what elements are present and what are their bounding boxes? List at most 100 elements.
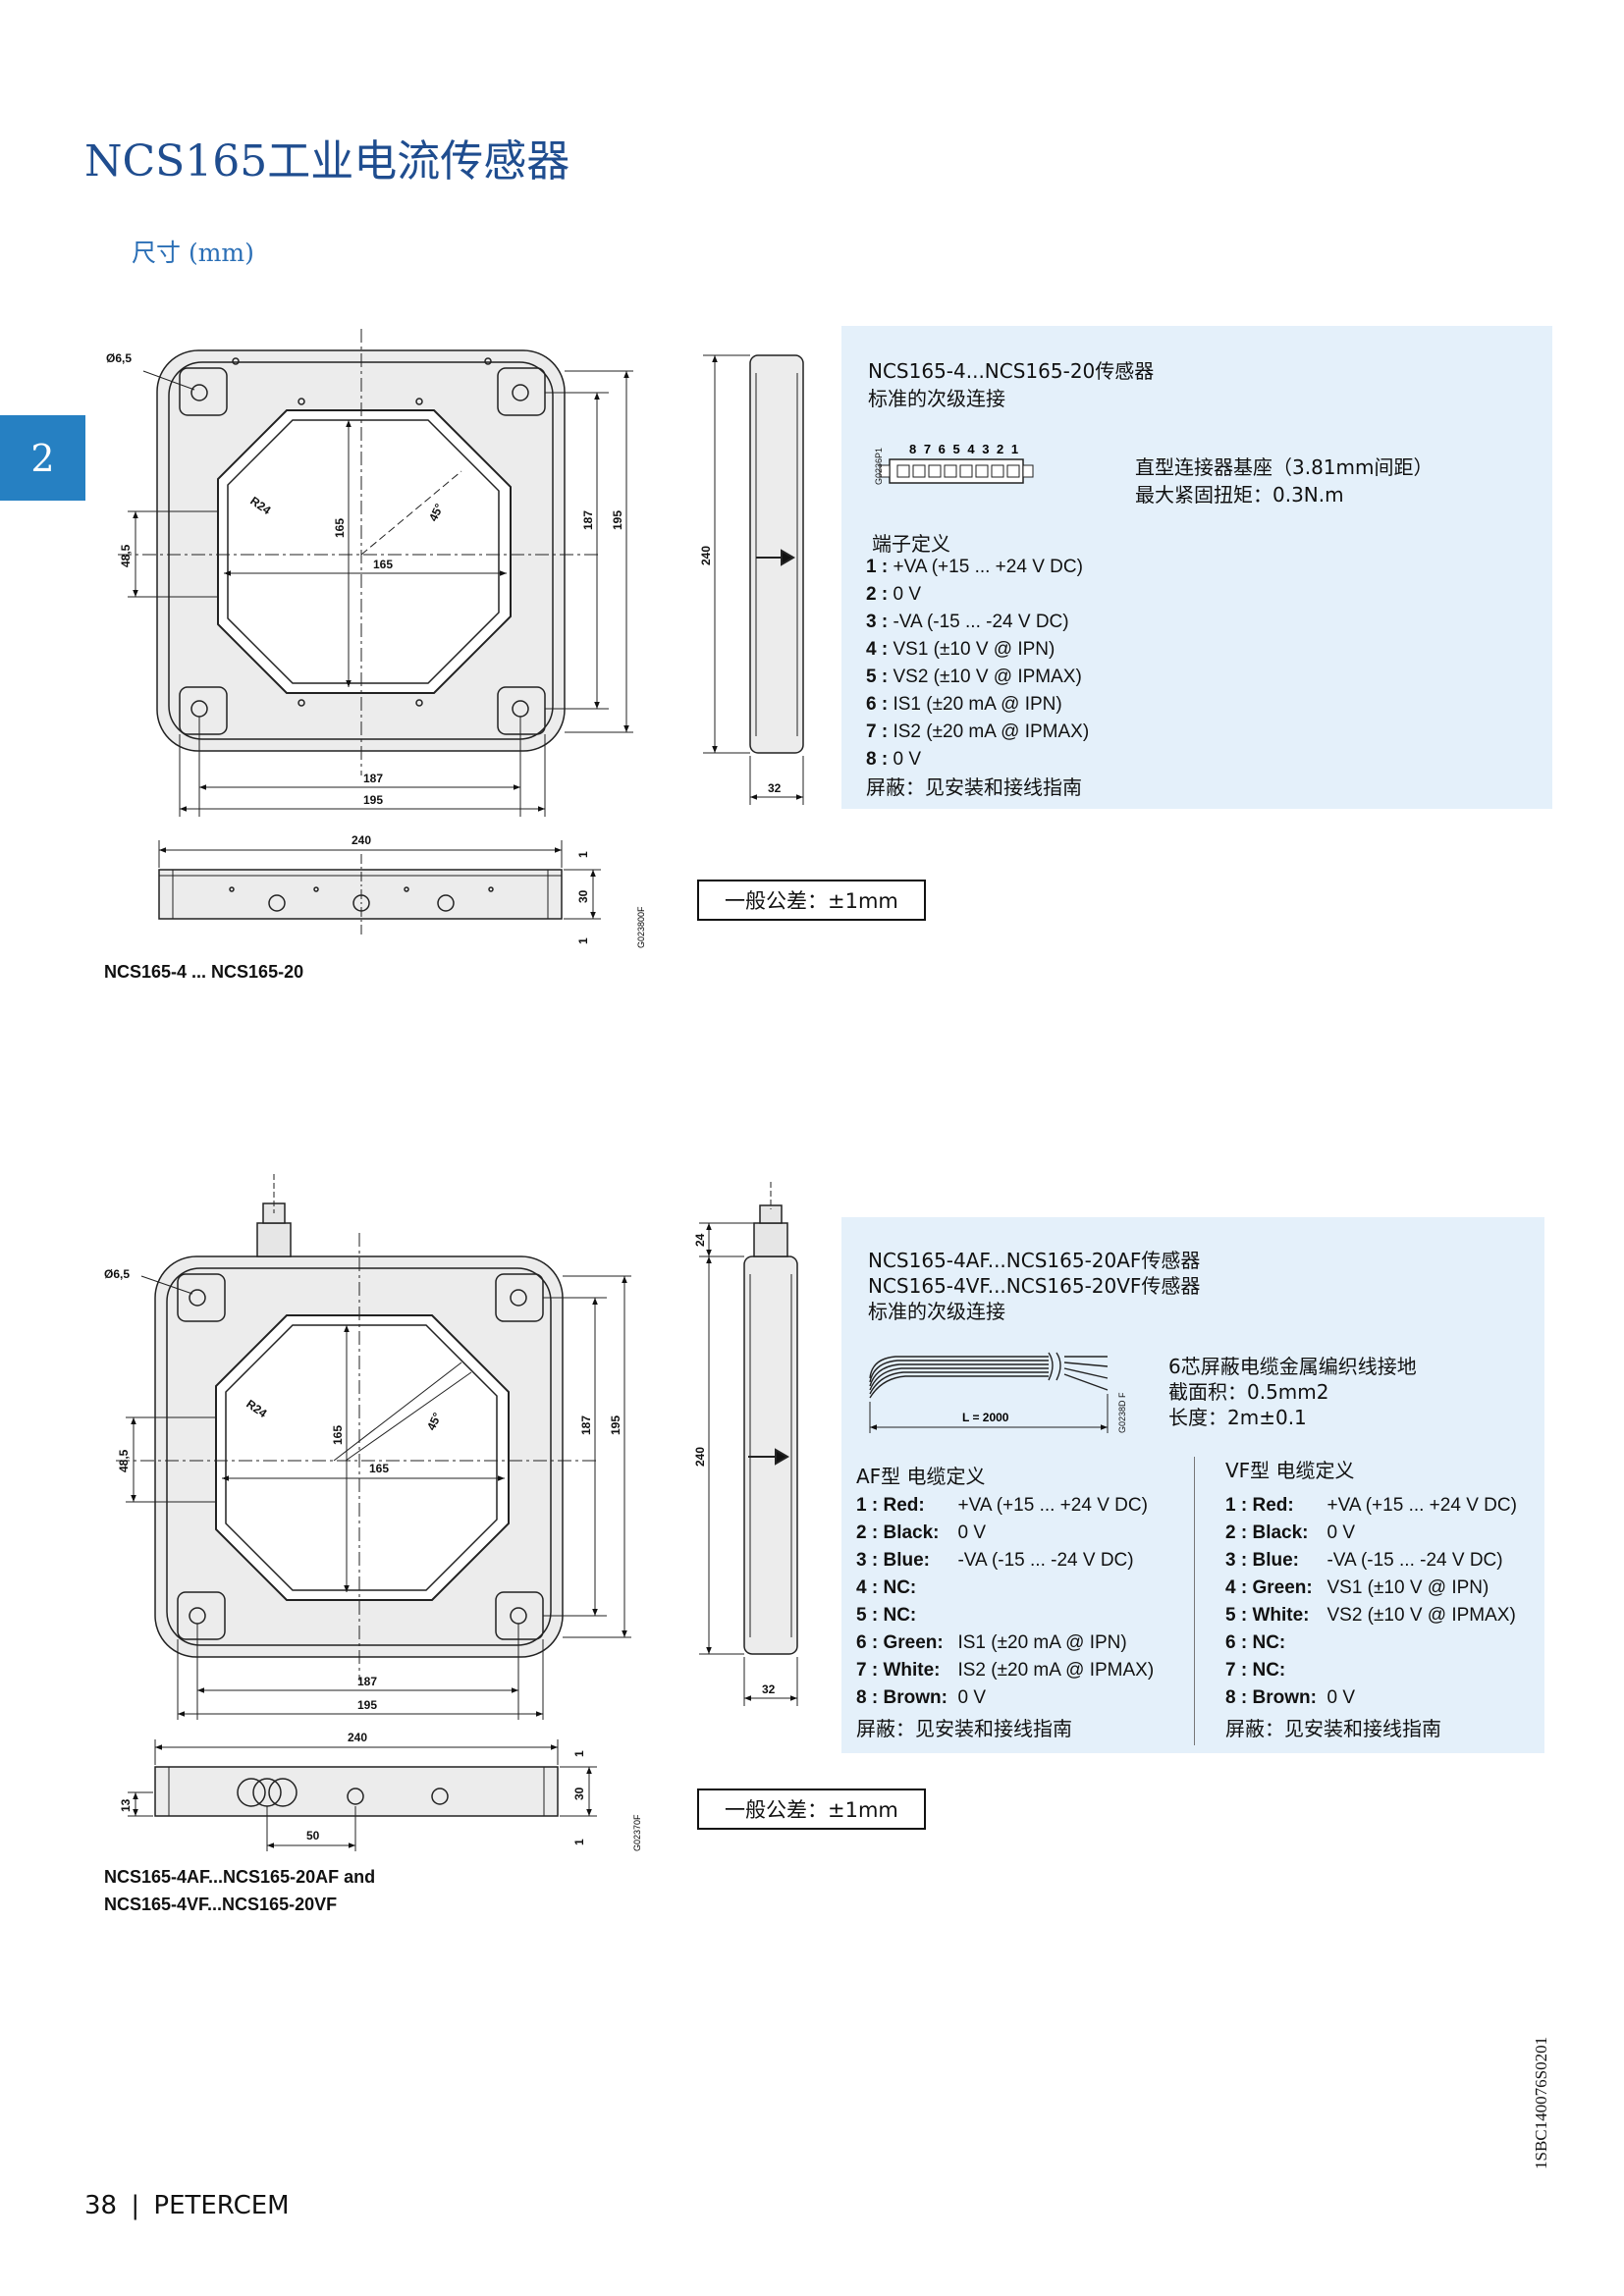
d1-hole-label: Ø6,5 [106, 351, 132, 365]
terminal-row: 6 : IS1 (±20 mA @ IPN) [866, 694, 1062, 715]
connector-id: G0236P1 [874, 447, 884, 485]
chapter-tab[interactable]: 2 [0, 415, 85, 501]
vf-row: 3 : Blue:-VA (-15 ... -24 V DC) [1225, 1550, 1503, 1571]
af-row: 2 : Black:0 V [856, 1522, 986, 1543]
page-subtitle: 尺寸 (mm) [132, 239, 254, 267]
d2-32-label: 32 [762, 1682, 776, 1696]
vf-title: VF型 电缆定义 [1225, 1459, 1355, 1482]
d2-1b-label: 1 [572, 1839, 586, 1845]
footer: 38 | PETERCEM [84, 2191, 290, 2220]
section1-caption: NCS165-4 ... NCS165-20 [104, 962, 304, 982]
vf-row: 6 : NC: [1225, 1632, 1286, 1653]
d2-30-label: 30 [572, 1787, 586, 1800]
d1-1b-label: 1 [576, 937, 590, 944]
cable-length: 长度：2m±0.1 [1168, 1406, 1307, 1429]
spec-panel-1 [841, 326, 1552, 809]
cable-id: G0238D F [1117, 1392, 1127, 1433]
vf-row: 5 : White:VS2 (±10 V @ IPMAX) [1225, 1605, 1516, 1626]
terminal-row: 8 : 0 V [866, 749, 921, 770]
panel1-shield: 屏蔽：见安装和接线指南 [866, 775, 1082, 799]
d2-1-label: 1 [572, 1750, 586, 1757]
drawing1-front-view [118, 329, 633, 817]
tolerance-box-1: 一般公差：±1mm [697, 880, 926, 921]
af-row: 7 : White:IS2 (±20 mA @ IPMAX) [856, 1660, 1155, 1681]
d1-1-label: 1 [576, 851, 590, 858]
panel2-heading2: NCS165-4VF...NCS165-20VF传感器 [868, 1274, 1201, 1298]
d1-187-label: 187 [363, 772, 383, 785]
d2-187v-label: 187 [579, 1415, 593, 1435]
d2-24-label: 24 [693, 1233, 707, 1247]
af-row: 3 : Blue:-VA (-15 ... -24 V DC) [856, 1550, 1134, 1571]
document-number: 1SBC140076S0201 [1532, 2036, 1550, 2169]
terminal-row: 7 : IS2 (±20 mA @ IPMAX) [866, 721, 1090, 742]
cable-length-label: L = 2000 [962, 1411, 1009, 1424]
terminal-row: 4 : VS1 (±10 V @ IPN) [866, 639, 1056, 660]
d1-inner-v-label: 165 [333, 518, 347, 538]
terminal-row: 1 : +VA (+15 ... +24 V DC) [866, 557, 1083, 577]
drawing2-side-view [699, 1182, 798, 1706]
vf-row: 2 : Black:0 V [1225, 1522, 1355, 1543]
panel1-heading2: 标准的次级连接 [868, 387, 1005, 410]
d1-30-label: 30 [576, 889, 590, 903]
d2-195-label: 195 [357, 1698, 377, 1712]
d2-inner-v-label: 165 [331, 1425, 345, 1445]
cable-icon: L = 2000 [869, 1352, 1109, 1433]
drawing2-bottom-view [128, 1739, 597, 1851]
page-title: NCS165工业电流传感器 [84, 136, 570, 187]
d1-48-label: 48,5 [119, 544, 133, 567]
spec-panel-2 [841, 1217, 1544, 1753]
tolerance-box-2: 一般公差：±1mm [697, 1789, 926, 1830]
drawing1-bottom-view [158, 840, 601, 934]
drawing1-side-view [703, 354, 804, 805]
d1-195v-label: 195 [611, 510, 624, 530]
af-cable-list: 1 : Red:+VA (+15 ... +24 V DC) 2 : Black… [856, 1492, 1154, 1745]
d2-48-label: 48,5 [117, 1449, 131, 1472]
terminal-row: 2 : 0 V [866, 584, 921, 605]
brand-name: PETERCEM [153, 2191, 290, 2220]
af-row: 8 : Brown:0 V [856, 1687, 986, 1708]
panel2-heading3: 标准的次级连接 [868, 1300, 1005, 1323]
d1-240-label: 240 [699, 546, 713, 565]
d2-50-label: 50 [306, 1829, 320, 1842]
d1-240w-label: 240 [352, 833, 371, 847]
panel2-heading1: NCS165-4AF...NCS165-20AF传感器 [868, 1249, 1201, 1272]
d1-32-label: 32 [768, 781, 782, 795]
d2-inner-label: 165 [369, 1462, 389, 1475]
cable-section-area: 截面积：0.5mm2 [1168, 1380, 1329, 1404]
vf-shield: 屏蔽：见安装和接线指南 [1225, 1717, 1441, 1740]
terminal-row: 3 : -VA (-15 ... -24 V DC) [866, 612, 1069, 632]
connector-pin-numbers: 8 7 6 5 4 3 2 1 [909, 442, 1020, 456]
connector-icon: 8 7 6 5 4 3 2 1 [879, 442, 1034, 484]
d2-drawing-id: G02370F [632, 1814, 642, 1851]
af-row: 5 : NC: [856, 1605, 917, 1626]
af-row: 6 : Green:IS1 (±20 mA @ IPN) [856, 1632, 1127, 1653]
d2-hole-label: Ø6,5 [104, 1267, 130, 1281]
d1-187v-label: 187 [581, 510, 595, 530]
connector-description: 直型连接器基座（3.81mm间距） [1135, 455, 1434, 479]
section2-caption-line2: NCS165-4VF...NCS165-20VF [104, 1895, 338, 1914]
d2-240-label: 240 [693, 1447, 707, 1467]
vf-row: 8 : Brown:0 V [1225, 1687, 1355, 1708]
vf-cable-list: 1 : Red:+VA (+15 ... +24 V DC) 2 : Black… [1225, 1492, 1517, 1745]
af-title: AF型 电缆定义 [856, 1465, 986, 1488]
footer-separator: | [131, 2191, 140, 2220]
section2-caption-line1: NCS165-4AF...NCS165-20AF and [104, 1867, 376, 1887]
cable-description: 6芯屏蔽电缆金属编织线接地 [1168, 1355, 1417, 1378]
terminal-row: 5 : VS2 (±10 V @ IPMAX) [866, 667, 1082, 687]
d2-187-label: 187 [357, 1675, 377, 1688]
d1-inner-label: 165 [373, 558, 393, 571]
connector-torque: 最大紧固扭矩：0.3N.m [1135, 483, 1344, 507]
af-shield: 屏蔽：见安装和接线指南 [856, 1717, 1072, 1740]
vf-row: 7 : NC: [1225, 1660, 1286, 1681]
panel1-heading: NCS165-4...NCS165-20传感器 [868, 359, 1155, 383]
d1-drawing-id: G023800F [636, 906, 646, 948]
af-row: 1 : Red:+VA (+15 ... +24 V DC) [856, 1495, 1148, 1516]
d1-195-label: 195 [363, 793, 383, 807]
d2-13-label: 13 [119, 1798, 133, 1812]
drawing2-front-view [116, 1174, 631, 1720]
d2-240w-label: 240 [348, 1731, 367, 1744]
d2-195v-label: 195 [609, 1415, 623, 1435]
vf-row: 4 : Green:VS1 (±10 V @ IPN) [1225, 1577, 1489, 1598]
page-number: 38 [84, 2191, 118, 2220]
